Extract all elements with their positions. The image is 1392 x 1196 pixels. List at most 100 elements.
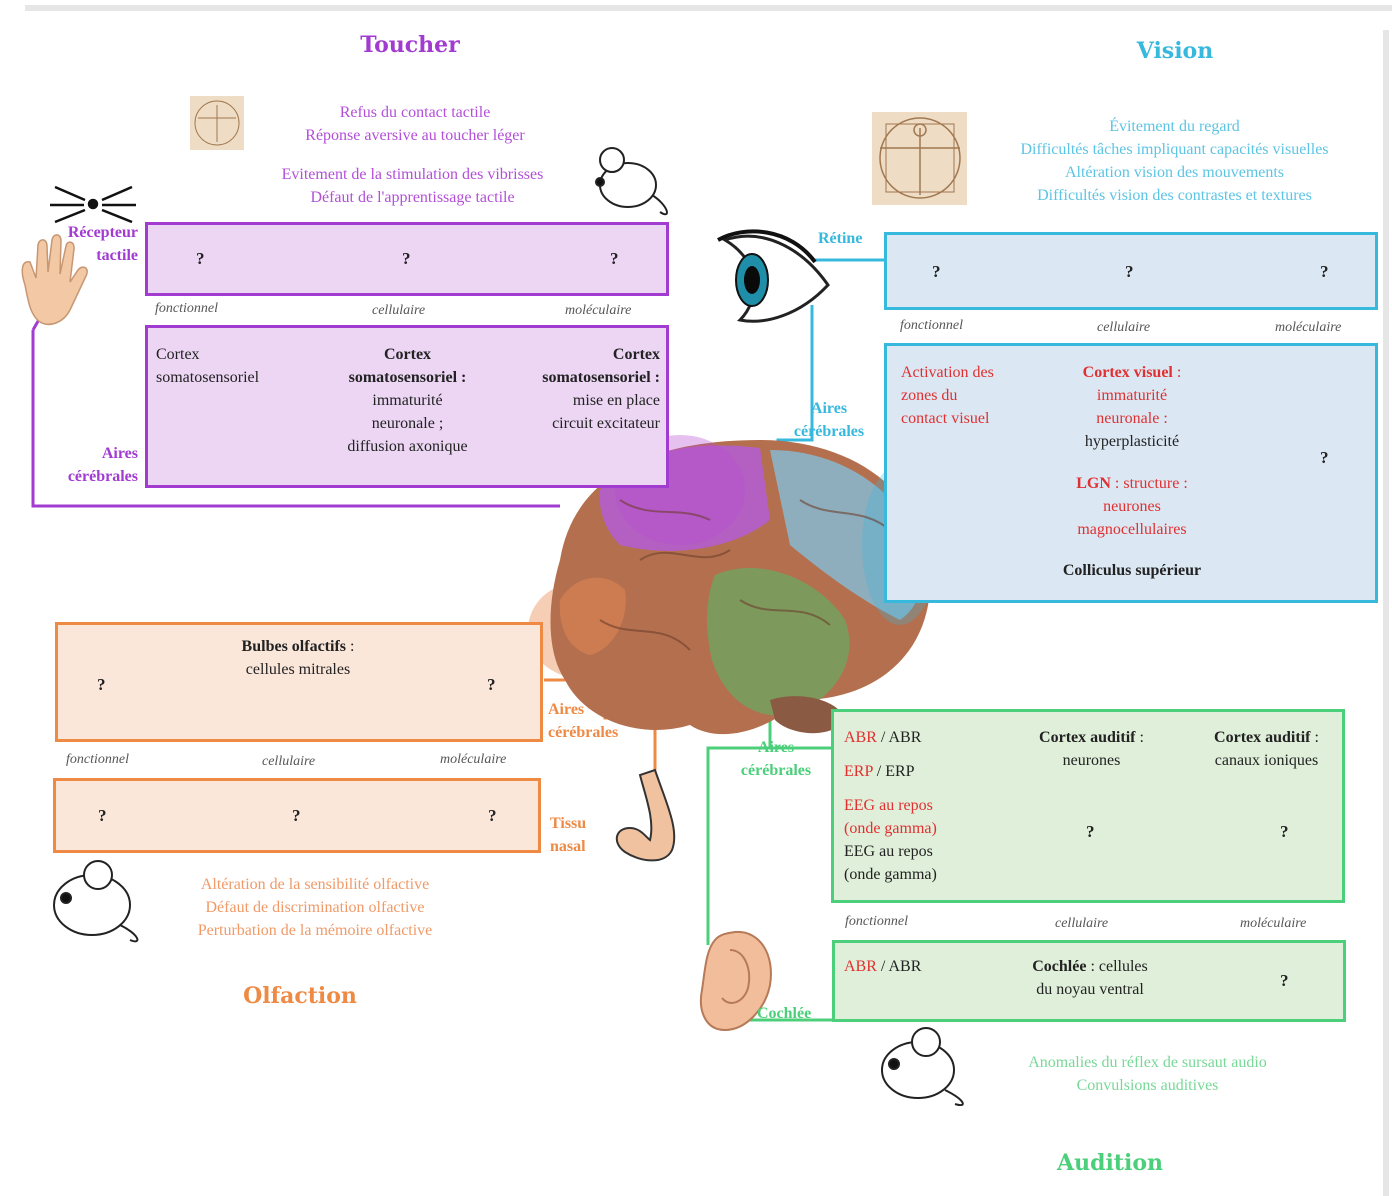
olfaction-tissue-label: Tissu nasal (550, 812, 586, 858)
touch-areas-molecular: Cortex somatosensoriel : mise en place c… (498, 343, 660, 435)
touch-areas-functional: Cortex somatosensoriel (156, 343, 316, 389)
olfaction-areas-label: Aires cérébrales (548, 698, 618, 744)
text-line: contact visuel (901, 410, 990, 427)
audition-areas-molecular: Cortex auditif : canaux ioniques (1179, 726, 1354, 772)
cortex-auditif-label: Cortex auditif (1214, 729, 1311, 746)
text-part: / ABR (876, 729, 922, 746)
label-line: cérébrales (67, 468, 138, 485)
question-mark: ? (1086, 822, 1095, 841)
level-label-cellular: cellulaire (1097, 320, 1151, 335)
touch-connector-line (31, 330, 560, 508)
label-line: Aires (757, 739, 795, 756)
label-line: cérébrales (740, 762, 812, 779)
text-line: neuronale ; (371, 415, 444, 432)
olfaction-symptom: Altération de la sensibilité olfactive (200, 876, 430, 893)
text-line: (onde gamma) (844, 866, 937, 883)
vitruvian-man-icon-touch (190, 96, 244, 150)
audition-areas-box: ABR / ABR ERP / ERP EEG au repos (onde g… (831, 709, 1345, 903)
question-mark: ? (932, 262, 941, 281)
level-label-molecular: moléculaire (440, 752, 507, 767)
olfaction-symptom: Défaut de discrimination olfactive (205, 899, 425, 916)
audition-cochlea-label: Cochlée (757, 1005, 812, 1022)
vision-symptom: Difficultés vision des contrastes et tex… (1037, 187, 1312, 204)
text-line: hyperplasticité (1084, 433, 1180, 450)
text-line: du noyau ventral (1036, 981, 1144, 998)
text-line: neurones (1062, 752, 1121, 769)
text-line: Activation des (901, 364, 994, 381)
question-mark: ? (1280, 822, 1289, 841)
text-part: : (1135, 729, 1144, 746)
label-line: Aires (101, 445, 138, 462)
audition-cochlea-box: ABR / ABR Cochlée : cellules du noyau ve… (832, 940, 1346, 1022)
text-line: zones du (901, 387, 958, 404)
touch-receptor-label: Récepteur tactile (40, 221, 138, 267)
label-line: Récepteur (67, 224, 138, 241)
mouse-icon-touch (595, 147, 668, 216)
text-line: canaux ioniques (1214, 752, 1319, 769)
text-part: : (346, 638, 355, 655)
audition-symptoms: Anomalies du réflex de sursaut audio Con… (965, 1051, 1330, 1097)
touch-areas-label: Aires cérébrales (40, 442, 138, 488)
touch-areas-box: Cortex somatosensoriel Cortex somatosens… (145, 325, 669, 488)
text-line: EEG au repos (844, 843, 933, 860)
label-line: tactile (96, 247, 138, 264)
text-line: circuit excitateur (552, 415, 660, 432)
text-part: : structure : (1110, 475, 1188, 492)
question-mark: ? (1320, 448, 1329, 467)
olfaction-symptom: Perturbation de la mémoire olfactive (197, 922, 433, 939)
touch-symptom: Evitement de la stimulation des vibrisse… (281, 166, 544, 183)
question-mark: ? (97, 675, 106, 694)
text-line: EEG au repos (844, 797, 933, 814)
level-label-cellular: cellulaire (262, 754, 316, 769)
mouse-icon-audition (881, 1027, 964, 1106)
text-line: immaturité (372, 392, 443, 409)
text-part: : (1172, 364, 1182, 381)
audition-symptom: Convulsions auditives (1076, 1077, 1219, 1094)
audition-cochlea-cellular: Cochlée : cellules du noyau ventral (1000, 955, 1180, 1001)
vision-areas-label: Aires cérébrales (777, 397, 881, 443)
olfaction-tissue-box: ? ? ? (53, 778, 541, 853)
level-label-molecular: moléculaire (1240, 916, 1307, 931)
touch-receptor-box: ? ? ? (145, 222, 669, 296)
question-mark: ? (610, 249, 619, 268)
cortex-visuel-label: Cortex visuel (1082, 364, 1173, 381)
text-line: somatosensoriel (156, 369, 260, 386)
question-mark: ? (487, 675, 496, 694)
bulbs-label: Bulbes olfactifs (241, 638, 346, 655)
label-line: Aires (810, 400, 848, 417)
label-line: Tissu (550, 815, 587, 832)
vision-retina-label: Rétine (818, 230, 863, 247)
text-line: (onde gamma) (844, 820, 937, 837)
vision-symptom: Difficultés tâches impliquant capacités … (1020, 141, 1329, 158)
whiskers-icon (50, 185, 136, 224)
vision-symptom: Évitement du regard (1109, 118, 1240, 135)
question-mark: ? (1320, 262, 1329, 281)
eye-icon (717, 229, 830, 323)
audition-areas-functional: ABR / ABR ERP / ERP EEG au repos (onde g… (844, 726, 1014, 886)
level-label-cellular: cellulaire (1055, 916, 1109, 931)
lgn-label: LGN (1076, 475, 1111, 492)
touch-symptom: Défaut de l'apprentissage tactile (310, 189, 515, 206)
text-line: cellules mitrales (245, 661, 351, 678)
level-label-functional: fonctionnel (900, 318, 963, 333)
label-line: cérébrales (548, 724, 619, 741)
touch-symptoms-mouse: Evitement de la stimulation des vibrisse… (225, 163, 600, 209)
question-mark: ? (196, 249, 205, 268)
vision-title: Vision (1136, 38, 1214, 64)
question-mark: ? (1125, 262, 1134, 281)
erp-red: ERP (844, 763, 873, 780)
audition-symptom: Anomalies du réflex de sursaut audio (1028, 1054, 1267, 1071)
level-label-functional: fonctionnel (66, 752, 129, 767)
touch-title: Toucher (360, 32, 460, 58)
audition-title: Audition (1057, 1150, 1163, 1176)
label-line: cérébrales (793, 423, 865, 440)
audition-areas-label: Aires cérébrales (722, 736, 830, 782)
text-line: Cortex (383, 346, 432, 363)
cortex-auditif-label: Cortex auditif (1039, 729, 1136, 746)
question-mark: ? (488, 806, 497, 825)
text-line: Cortex (612, 346, 660, 363)
text-line: Cortex (156, 346, 200, 363)
vision-areas-box: Activation des zones du contact visuel C… (884, 343, 1378, 603)
vision-symptom: Altération vision des mouvements (1064, 164, 1285, 181)
level-label-molecular: moléculaire (565, 303, 632, 318)
